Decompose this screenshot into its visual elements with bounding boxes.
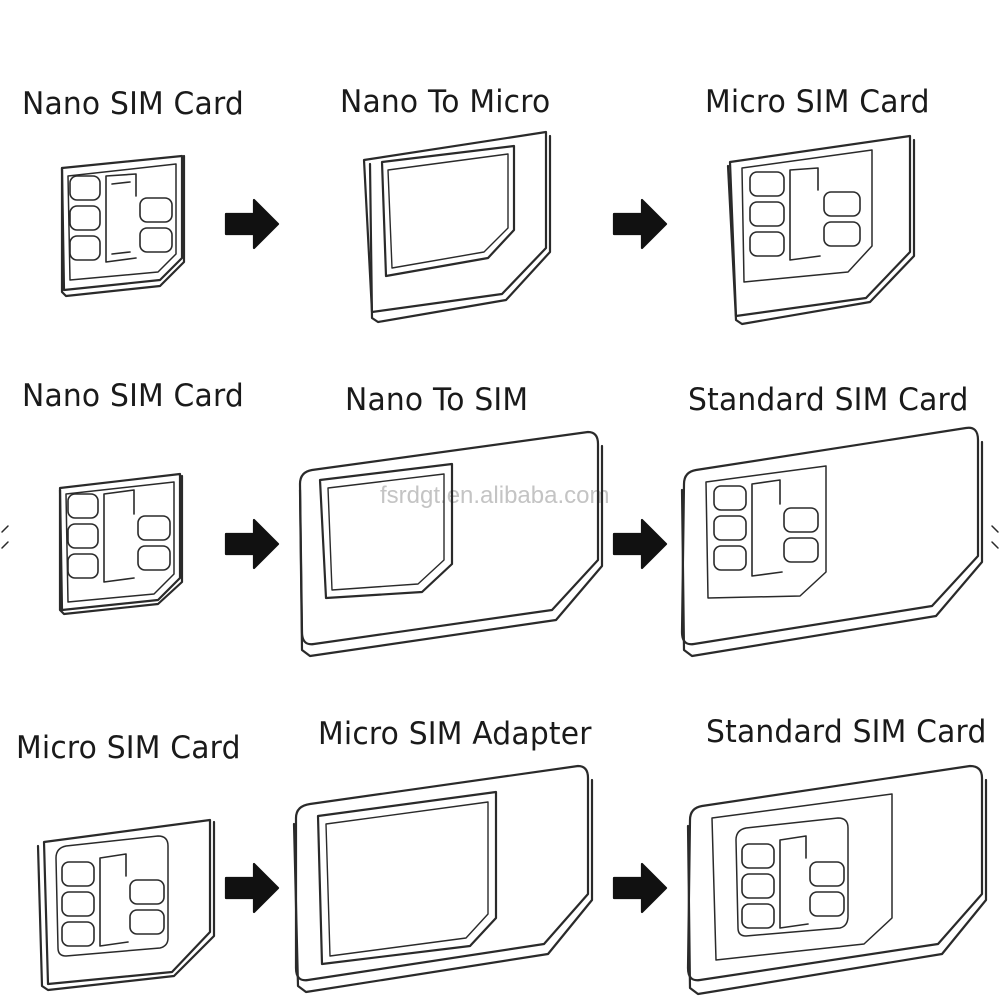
label-standard-sim-card-row3: Standard SIM Card <box>706 714 987 750</box>
sim-chip-icon <box>749 167 861 261</box>
sim-chip-icon <box>67 489 171 583</box>
right-arrow-icon <box>224 198 280 250</box>
micro-sim-card-row3 <box>36 818 216 992</box>
sim-chip-icon <box>713 479 819 577</box>
label-micro-sim-card-row1: Micro SIM Card <box>705 84 930 120</box>
label-micro-sim-card-row3: Micro SIM Card <box>16 730 241 766</box>
standard-sim-card-row2 <box>680 426 984 658</box>
label-micro-sim-adapter: Micro SIM Adapter <box>318 716 592 752</box>
watermark-text: fsrdgt.en.alibaba.com <box>380 482 610 509</box>
label-nano-to-sim: Nano To SIM <box>345 382 529 418</box>
nano-to-sim-adapter <box>298 430 604 658</box>
micro-sim-adapter <box>292 764 594 994</box>
sim-chip-icon <box>741 835 845 929</box>
right-arrow-icon <box>612 862 668 914</box>
micro-sim-card-row1 <box>726 134 916 326</box>
right-arrow-icon <box>612 518 668 570</box>
label-nano-sim-card-row1: Nano SIM Card <box>22 86 244 122</box>
right-arrow-icon <box>224 518 280 570</box>
standard-sim-card-row3 <box>686 764 988 996</box>
label-nano-to-micro: Nano To Micro <box>340 84 551 120</box>
sim-chip-icon <box>61 853 165 947</box>
nano-sim-card-row2 <box>58 472 184 616</box>
label-standard-sim-card-row2: Standard SIM Card <box>688 382 969 418</box>
right-arrow-icon <box>612 198 668 250</box>
nano-to-micro-adapter <box>362 130 552 324</box>
sim-chip-icon <box>69 173 173 263</box>
nano-sim-card-row1 <box>60 154 186 298</box>
right-arrow-icon <box>224 862 280 914</box>
label-nano-sim-card-row2: Nano SIM Card <box>22 378 244 414</box>
